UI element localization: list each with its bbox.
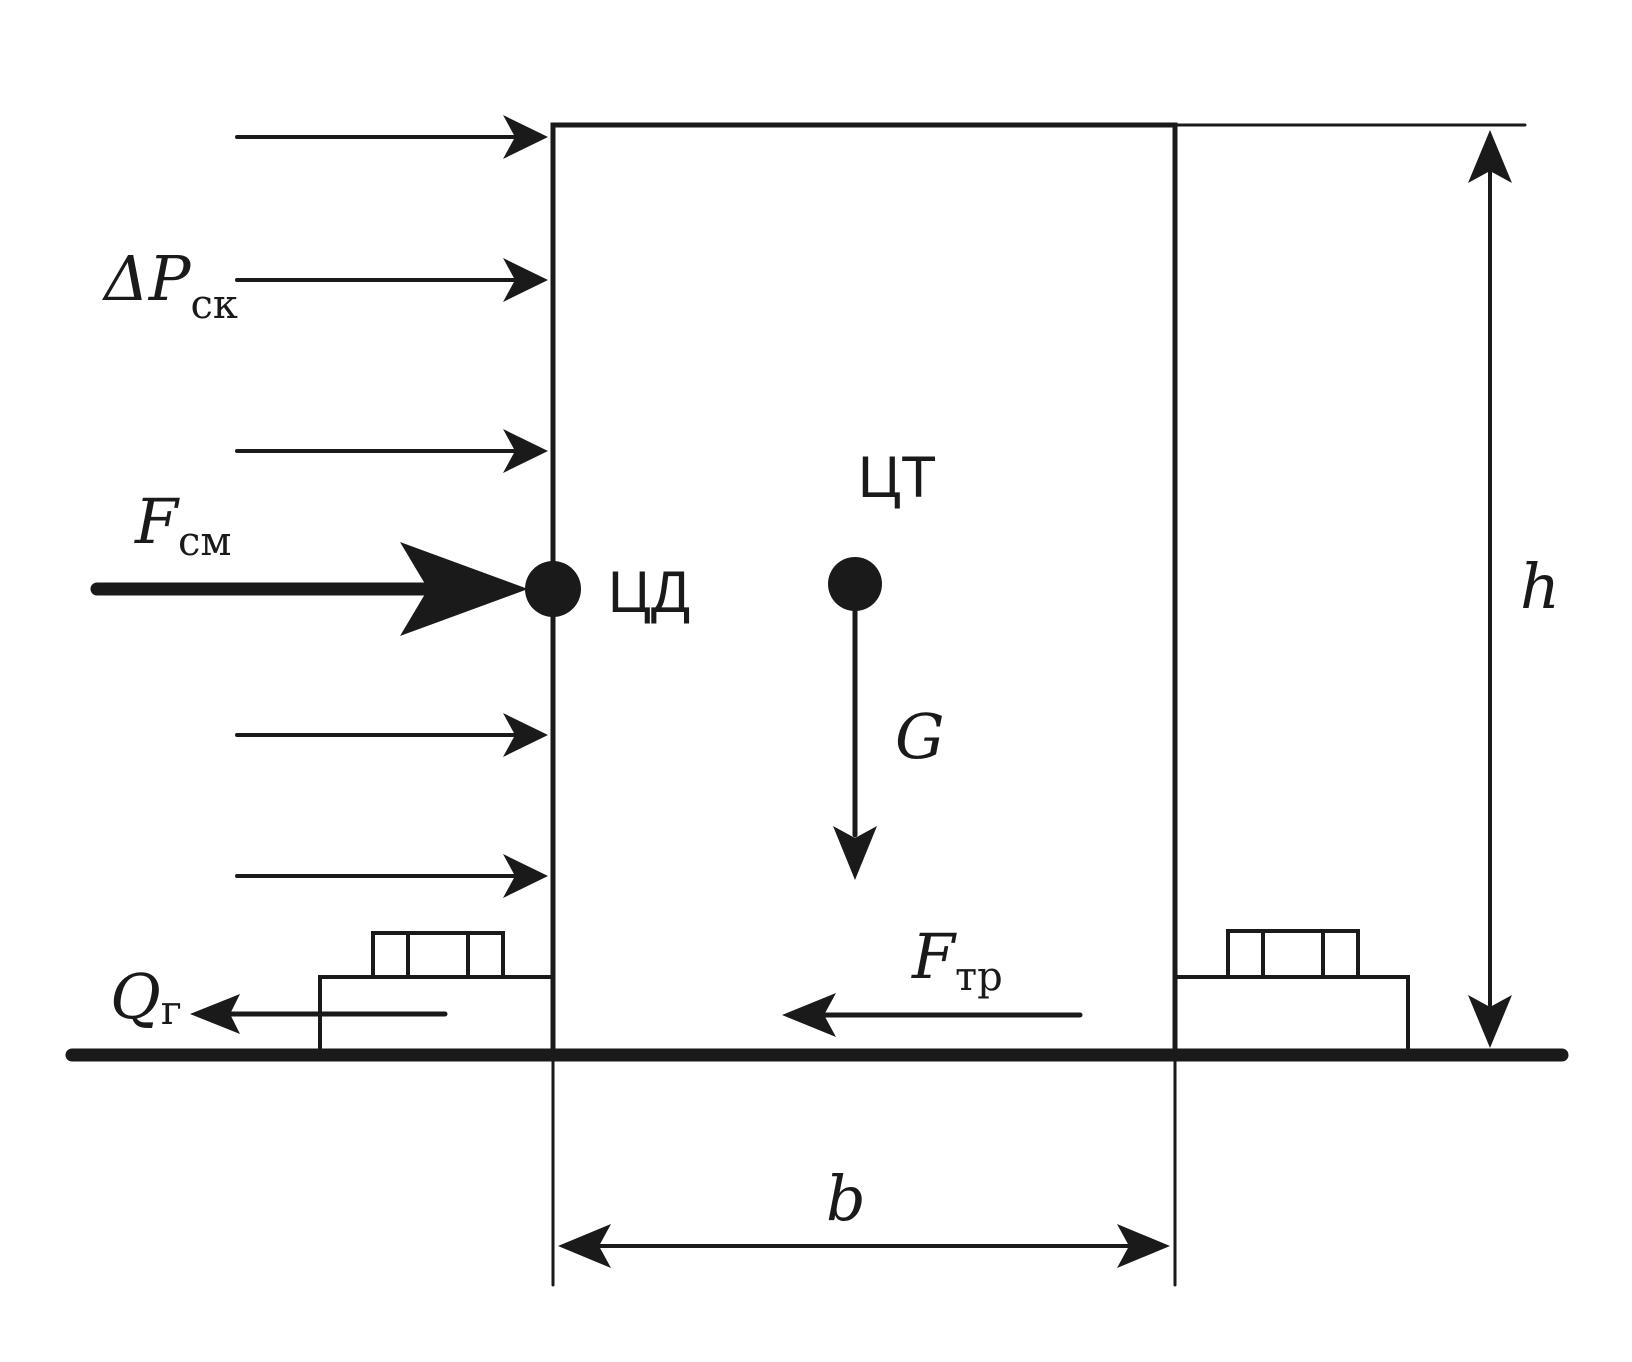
gravity-arrow xyxy=(833,581,877,880)
pressure-arrow-5 xyxy=(235,854,548,898)
width-label: b xyxy=(826,1162,866,1235)
pressure-arrow-4 xyxy=(235,713,548,757)
support-reaction-label: Qг xyxy=(110,960,182,1034)
pressure-arrow-2 xyxy=(235,258,548,302)
center-of-pressure-dot xyxy=(525,561,581,617)
pressure-label: ΔPск xyxy=(102,242,238,328)
pressure-arrow-3 xyxy=(235,429,548,473)
friction-force-arrow xyxy=(782,993,1083,1037)
width-dimension xyxy=(558,1224,1170,1268)
pressure-arrow-1 xyxy=(235,115,548,159)
pressure-arrows xyxy=(235,115,548,898)
left-support xyxy=(318,931,555,1057)
friction-force-label: Fтр xyxy=(911,920,1003,1000)
support-reaction-arrow xyxy=(190,994,448,1034)
shear-force-label: Fсм xyxy=(134,485,232,565)
center-pressure-label: ЦД xyxy=(608,560,690,625)
height-label: h xyxy=(1520,550,1560,623)
right-support xyxy=(1173,929,1410,1057)
gravity-label: G xyxy=(895,700,945,773)
center-gravity-label: ЦТ xyxy=(858,445,936,510)
resultant-force-arrow xyxy=(90,542,528,636)
height-dimension xyxy=(1468,130,1512,1048)
